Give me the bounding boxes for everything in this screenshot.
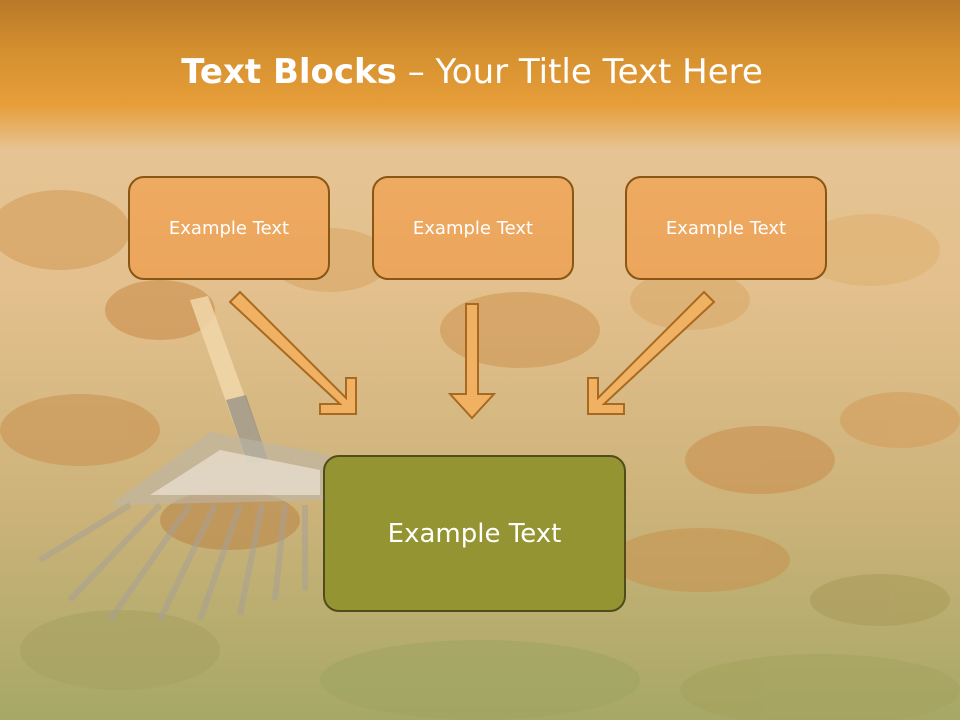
title-bold-part: Text Blocks (181, 52, 397, 92)
arrow-down-icon (447, 303, 497, 420)
title-band (0, 0, 960, 150)
text-block-3[interactable]: Example Text (625, 176, 827, 280)
title-dash: – (396, 52, 436, 92)
arrow-left-icon (228, 290, 357, 415)
text-block-1[interactable]: Example Text (128, 176, 330, 280)
text-block-1-label: Example Text (168, 217, 290, 239)
text-block-2[interactable]: Example Text (372, 176, 574, 280)
text-block-2-label: Example Text (412, 217, 534, 239)
title-rest: Your Title Text Here (435, 52, 763, 92)
text-block-3-label: Example Text (665, 217, 787, 239)
arrow-right-icon (587, 290, 716, 415)
target-text-block-label: Example Text (387, 518, 562, 549)
slide-title: Text Blocks – Your Title Text Here (0, 52, 944, 92)
target-text-block[interactable]: Example Text (323, 455, 626, 612)
